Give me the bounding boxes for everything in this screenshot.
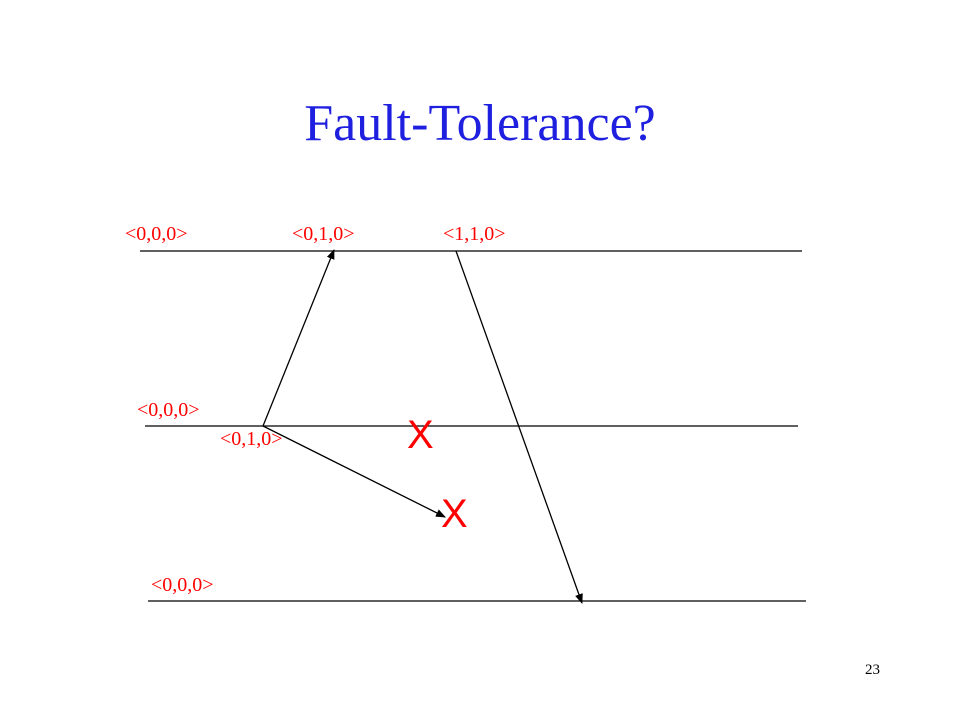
- p1-receive-clock-label: <0,1,0>: [292, 223, 355, 245]
- p1-send-clock-label: <1,1,0>: [443, 223, 506, 245]
- p2-initial-clock-label: <0,0,0>: [137, 399, 200, 421]
- message-p1-to-p3: [455, 250, 583, 604]
- slide-number: 23: [865, 662, 880, 678]
- slide-title: Fault-Tolerance?: [304, 95, 656, 152]
- process2-crash-mark: X: [407, 413, 434, 457]
- message-p2-to-p3-lost: [262, 425, 446, 518]
- message-p2-to-p1: [262, 249, 335, 427]
- p2-send-clock-label: <0,1,0>: [220, 428, 283, 450]
- p3-initial-clock-label: <0,0,0>: [151, 574, 214, 596]
- p1-initial-clock-label: <0,0,0>: [125, 223, 188, 245]
- message-lost-mark: X: [441, 492, 468, 536]
